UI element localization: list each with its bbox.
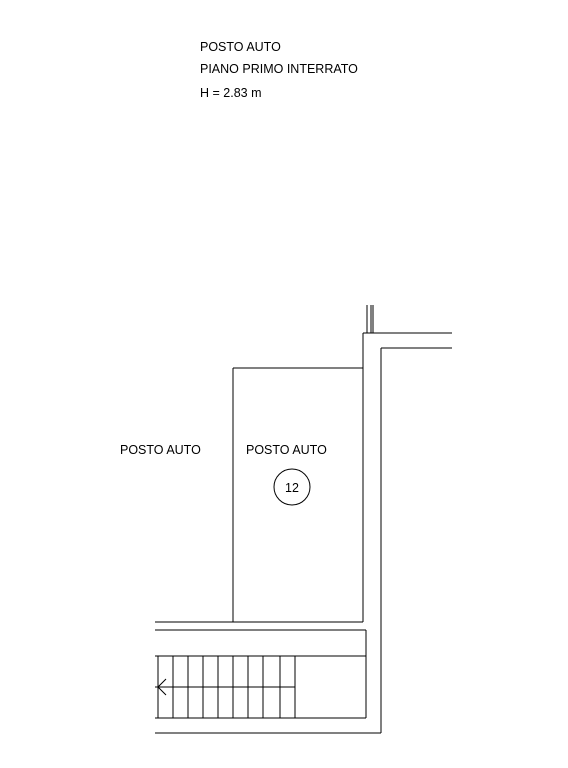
header-title: POSTO AUTO bbox=[200, 40, 281, 54]
header-height: H = 2.83 m bbox=[200, 86, 262, 100]
corridor-walls bbox=[155, 621, 381, 734]
parking-space-12-outline bbox=[232, 367, 363, 622]
outer-wall bbox=[362, 332, 452, 733]
space-number-circle bbox=[273, 468, 311, 506]
wall-stub-top bbox=[366, 305, 374, 333]
staircase bbox=[155, 656, 296, 718]
stair-direction-arrow-icon bbox=[157, 678, 167, 696]
parking-label-left: POSTO AUTO bbox=[120, 443, 201, 457]
header-floor-level: PIANO PRIMO INTERRATO bbox=[200, 62, 358, 76]
space-number: 12 bbox=[285, 481, 299, 495]
parking-label-12: POSTO AUTO bbox=[246, 443, 327, 457]
